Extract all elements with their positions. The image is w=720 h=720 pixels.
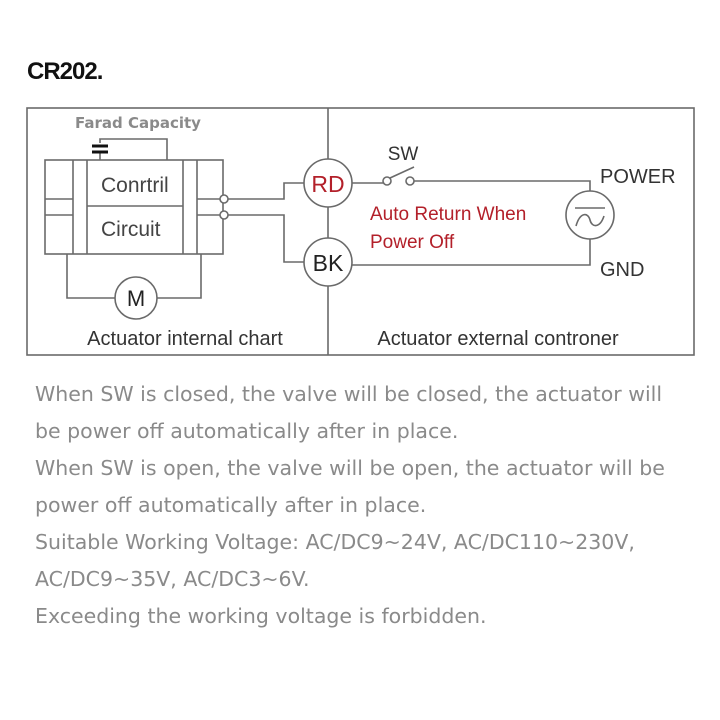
description-line: Suitable Working Voltage: AC/DC9~24V, AC… (35, 530, 635, 554)
internal-label: Actuator internal chart (87, 328, 283, 350)
rd-label: RD (311, 171, 344, 197)
block-bottom-label: Circuit (101, 218, 161, 241)
terminal-icon (219, 210, 229, 220)
switch-label: SW (388, 144, 419, 165)
description: When SW is closed, the valve will be clo… (35, 376, 705, 635)
note-line-1: Auto Return When (370, 204, 526, 225)
power-source-icon (565, 190, 615, 240)
block-top-label: Conrtril (101, 174, 169, 197)
motor-label: M (127, 286, 145, 311)
description-line: When SW is closed, the valve will be clo… (35, 382, 663, 406)
bk-label: BK (313, 250, 344, 276)
description-line: be power off automatically after in plac… (35, 419, 459, 443)
bk-terminal (303, 237, 353, 287)
terminal-icon (219, 194, 229, 204)
motor-icon (114, 276, 158, 320)
description-line: AC/DC9~35V, AC/DC3~6V. (35, 567, 310, 591)
power-label: POWER (600, 166, 676, 188)
note-line-2: Power Off (370, 232, 455, 253)
description-line: power off automatically after in place. (35, 493, 427, 517)
description-line: When SW is open, the valve will be open,… (35, 456, 665, 480)
capacitor-wire (99, 138, 168, 160)
wire (228, 182, 304, 263)
capacitor-icon (92, 144, 108, 154)
external-label: Actuator external controner (377, 328, 619, 350)
model-title: CR202. (27, 58, 103, 85)
gnd-label: GND (600, 259, 644, 281)
description-line: Exceeding the working voltage is forbidd… (35, 604, 487, 628)
capacitor-label: Farad Capacity (75, 114, 201, 132)
switch-icon (382, 176, 392, 186)
diagram-frame (26, 107, 695, 356)
control-block (44, 159, 224, 255)
